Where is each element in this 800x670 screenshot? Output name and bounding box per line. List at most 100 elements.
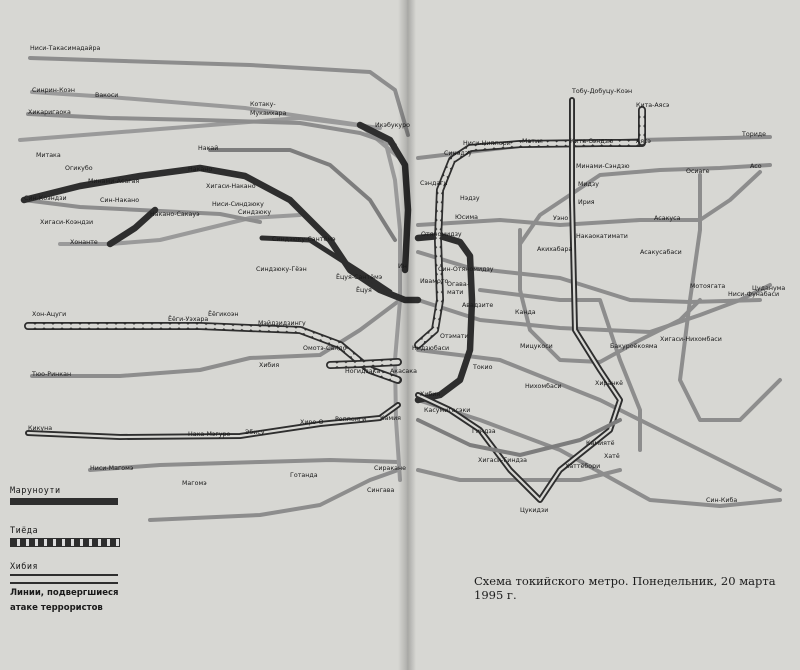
- station-label: Хигаси-Накано: [206, 183, 256, 190]
- station-label: Ивамото: [420, 278, 449, 285]
- station-label: Ёёгикоэн: [208, 309, 238, 318]
- station-label: Касумигасэки: [424, 407, 470, 414]
- station-label: Магомэ: [182, 480, 207, 487]
- line-hibiya-main-inner: [26, 403, 400, 439]
- station-label: Накаокатимати: [576, 233, 628, 240]
- station-label: Хатё: [604, 452, 620, 460]
- legend-item-marunouchi: Маруноути: [10, 486, 140, 505]
- station-label: Цуданума: [752, 285, 785, 292]
- station-label: Син-Коэндзи: [24, 195, 67, 202]
- station-label: Хигаси-Гиндза: [478, 457, 527, 464]
- station-label: Асо: [750, 163, 762, 170]
- station-label: Хибия: [259, 361, 279, 369]
- station-label: Синдзюку: [238, 209, 271, 216]
- line-marunouchi-honancho: [106, 206, 159, 248]
- station-label: Асакусабаси: [640, 248, 682, 256]
- station-label: Омотэ-Сандо: [303, 345, 347, 352]
- legend-item-hibiya: Хибия: [10, 562, 140, 584]
- station-label: Хон-Ацуги: [32, 311, 66, 318]
- station-label: Юсима: [455, 214, 478, 221]
- station-label: Мукаихара: [250, 110, 286, 117]
- station-label: Ниси-Ниппори: [463, 140, 511, 147]
- line-connector-2: [416, 418, 622, 457]
- station-label: Нэдзу: [460, 195, 480, 202]
- station-label: Акихабара: [537, 245, 573, 253]
- legend-swatch-marunouchi: [10, 498, 118, 505]
- station-label: Асакуса: [654, 215, 681, 222]
- station-label: Уэно: [553, 215, 568, 222]
- legend-swatch-chiyoda: [10, 538, 120, 547]
- station-label: Ин: [398, 263, 407, 270]
- station-label: Авадзите: [462, 302, 493, 309]
- station-label: Нидзюбаси: [412, 344, 449, 352]
- station-label: Кита-Сэндзю: [570, 138, 613, 145]
- book-gutter: [398, 0, 416, 670]
- station-label: Камиятё: [586, 439, 615, 447]
- station-label: Мотоягата: [690, 283, 725, 290]
- legend-note-line2: атаке террористов: [10, 603, 103, 613]
- legend-swatch-hibiya: [10, 574, 118, 584]
- station-label: Мэйдзидзингу: [258, 319, 306, 327]
- legend-note-line1: Линии, подвергшиеся: [10, 588, 119, 598]
- station-label: Сиракане: [374, 465, 406, 472]
- legend-label-chiyoda: Тиёда: [10, 526, 39, 536]
- legend-item-chiyoda: Тиёда: [10, 526, 140, 547]
- station-label: Акасака: [390, 368, 417, 375]
- line-yurakucho-east: [416, 398, 782, 508]
- station-label: Митака: [36, 152, 61, 159]
- line-chiyoda-akasaka-dash: [327, 359, 401, 368]
- station-label: Минами-Сэндзю: [576, 163, 630, 170]
- station-label: Синдзюку-Гёэн: [256, 265, 307, 273]
- line-chiyoda-east-dash: [415, 140, 643, 348]
- legend-label-hibiya: Хибия: [10, 562, 39, 572]
- station-label: Хигаси-Коэндзи: [40, 219, 93, 226]
- station-label: Синрин-Коэн: [32, 87, 75, 94]
- station-label: Отяномидзу: [421, 231, 462, 238]
- station-label: Роппонги: [335, 416, 366, 423]
- station-label: мати: [447, 289, 463, 296]
- line-toei-asakusa-south: [148, 468, 400, 522]
- station-label: Синодзу: [444, 150, 472, 157]
- station-label: Хигаси-Нихомбаси: [660, 335, 722, 343]
- station-label: Огава-: [447, 281, 469, 288]
- legend-label-marunouchi: Маруноути: [10, 486, 61, 496]
- line-toei-shinjuku: [58, 213, 302, 246]
- station-label: Тюо-Ринкан: [31, 371, 71, 378]
- station-label: Син-Накано: [100, 197, 139, 204]
- station-label: Ниси-Фунабаси: [728, 290, 779, 298]
- line-odakyu: [30, 298, 402, 378]
- station-label: Син-Отяномидзу: [438, 266, 494, 273]
- station-label: Готанда: [290, 472, 318, 479]
- station-label: Котаку-: [250, 101, 276, 108]
- station-label: Хиранкё: [595, 379, 623, 387]
- station-label: Кикуна: [28, 425, 52, 432]
- line-tobu-tojo: [26, 112, 397, 147]
- station-label: Кита-Аясэ: [636, 102, 670, 109]
- station-label: Тобу-Добуцу-Коэн: [571, 87, 632, 95]
- line-tsukuba-east: [678, 173, 782, 422]
- line-marunouchi-east: [414, 232, 476, 404]
- station-label: Нака-Мэгуро: [188, 431, 230, 438]
- map-caption: Схема токийского метро. Понедельник, 20 …: [474, 574, 776, 602]
- station-label: Ниси-Синдзюку: [212, 201, 264, 208]
- station-label: Вакоси: [95, 92, 118, 99]
- station-label: Канда: [515, 309, 536, 316]
- station-label: Гиндза: [472, 428, 496, 435]
- line-seibu-ikebukuro: [28, 56, 410, 137]
- station-label: Ёцуя: [356, 285, 372, 294]
- station-label: Сэндаги: [420, 180, 448, 187]
- station-label: Отэмати: [440, 333, 468, 340]
- station-label: Осиаге: [686, 168, 710, 175]
- station-label: Син-Киба: [706, 496, 737, 504]
- line-hibiya-east-inner: [416, 98, 622, 502]
- station-label: Мицукоси: [520, 343, 553, 350]
- station-label: Камия: [380, 415, 401, 422]
- line-keio: [22, 198, 262, 224]
- line-tozai-east-right: [416, 283, 772, 334]
- station-label: Синдзюку-Сантёмэ: [272, 235, 336, 243]
- station-label: Токио: [472, 364, 493, 371]
- line-chiyoda-main-dash: [25, 323, 401, 383]
- station-label: Хонанте: [70, 239, 98, 246]
